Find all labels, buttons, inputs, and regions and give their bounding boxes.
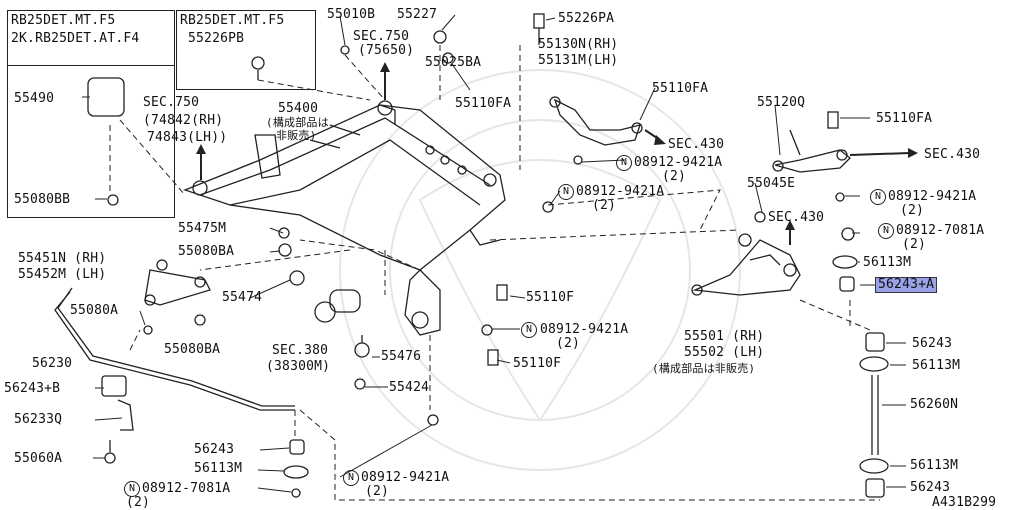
leader-lines [82, 14, 906, 493]
part-label: 55226PB [188, 31, 245, 46]
qty-label: (2) [592, 198, 617, 213]
part-label[interactable]: 55120Q [757, 95, 806, 110]
nut-symbol-icon: N [521, 322, 537, 338]
section-ref-label[interactable]: SEC.430 [924, 147, 981, 162]
part-label[interactable]: 55451N (RH) [18, 251, 107, 266]
part-label[interactable]: 56230 [32, 356, 73, 371]
part-label[interactable]: 08912-7081A [142, 481, 231, 496]
variant-label: 2K.RB25DET.AT.F4 [11, 31, 140, 46]
part-label[interactable]: 55130N(RH) [538, 37, 619, 52]
stabilizer-bar-illustration [54, 287, 295, 431]
qty-label: (2) [556, 336, 581, 351]
upper-link-illustration [549, 96, 851, 173]
part-label[interactable]: 55110FA [876, 111, 933, 126]
nut-symbol-icon: N [558, 184, 574, 200]
section-ref-label[interactable]: SEC.430 [768, 210, 825, 225]
part-label[interactable]: 55080BB [14, 192, 71, 207]
section-ref-label: (38300M) [266, 359, 331, 374]
part-label[interactable]: 55400 [278, 101, 319, 116]
part-label[interactable]: 08912-9421A [540, 322, 629, 337]
variant-box-right [176, 10, 316, 90]
part-label[interactable]: 55476 [381, 349, 422, 364]
part-label[interactable]: 55226PA [558, 11, 615, 26]
part-label[interactable]: 56243+B [4, 381, 61, 396]
part-label[interactable]: 08912-7081A [896, 223, 985, 238]
part-label[interactable]: 55424 [389, 380, 430, 395]
small-parts-illustration [104, 13, 889, 498]
nut-symbol-icon: N [878, 223, 894, 239]
variant-label: RB25DET.MT.F5 [180, 13, 285, 28]
part-label[interactable]: 08912-9421A [634, 155, 723, 170]
part-label[interactable]: 08912-9421A [361, 470, 450, 485]
variant-box-left-header [7, 10, 175, 66]
part-label[interactable]: 55110F [526, 290, 575, 305]
part-label[interactable]: 56260N [910, 397, 959, 412]
qty-label: (2) [902, 237, 927, 252]
part-label[interactable]: 55490 [14, 91, 55, 106]
part-label[interactable]: 55452M (LH) [18, 267, 107, 282]
crossmember-illustration [183, 100, 506, 336]
section-ref-label[interactable]: SEC.750 [143, 95, 200, 110]
part-label[interactable]: 08912-9421A [576, 184, 665, 199]
qty-label: (2) [126, 495, 151, 510]
part-label[interactable]: 55025BA [425, 55, 482, 70]
part-label[interactable]: 55474 [222, 290, 263, 305]
part-label[interactable]: 55227 [397, 7, 438, 22]
section-ref-label: 74843(LH)) [147, 130, 228, 145]
part-label[interactable]: 56113M [912, 358, 961, 373]
qty-label: (2) [900, 203, 925, 218]
part-label[interactable]: 56113M [194, 461, 243, 476]
part-label[interactable]: 55080BA [178, 244, 235, 259]
qty-label: (2) [365, 484, 390, 499]
section-ref-label: (74842(RH) [143, 113, 224, 128]
note-label: (構成部品は非販売) [652, 362, 756, 375]
part-label[interactable]: 56233Q [14, 412, 63, 427]
variant-label: RB25DET.MT.F5 [11, 13, 116, 28]
part-label[interactable]: 55110F [513, 356, 562, 371]
section-ref-label[interactable]: SEC.380 [272, 343, 329, 358]
section-ref-label: (75650) [358, 43, 415, 58]
part-label[interactable]: 55080BA [164, 342, 221, 357]
nut-symbol-icon: N [343, 470, 359, 486]
part-label[interactable]: 55131M(LH) [538, 53, 619, 68]
part-label[interactable]: 55475M [178, 221, 227, 236]
part-label[interactable]: 55010B [327, 7, 376, 22]
part-label[interactable]: 55110FA [652, 81, 709, 96]
part-label[interactable]: 55080A [70, 303, 119, 318]
part-label[interactable]: 55060A [14, 451, 63, 466]
watermark-emblem [339, 69, 741, 471]
nut-symbol-icon: N [616, 155, 632, 171]
note-label: (構成部品は [266, 116, 329, 129]
part-label-highlighted[interactable]: 56243+A [874, 277, 938, 293]
qty-label: (2) [662, 169, 687, 184]
part-label[interactable]: 56243 [194, 442, 235, 457]
rear-arm-illustration [144, 259, 211, 306]
part-label[interactable]: 55045E [747, 176, 796, 191]
part-label[interactable]: 55502 (LH) [684, 345, 765, 360]
part-label[interactable]: 55110FA [455, 96, 512, 111]
nut-symbol-icon: N [124, 481, 140, 497]
lower-arm-illustration [691, 233, 801, 296]
part-label[interactable]: 56113M [910, 458, 959, 473]
note-label: 非販売) [276, 129, 317, 142]
diagram-code: A431B299 [932, 495, 997, 510]
reference-lines [109, 45, 880, 501]
section-ref-label[interactable]: SEC.430 [668, 137, 725, 152]
part-label[interactable]: 08912-9421A [888, 189, 977, 204]
section-ref-label[interactable]: SEC.750 [353, 29, 410, 44]
part-label[interactable]: 56243 [910, 480, 951, 495]
part-label[interactable]: 56243 [912, 336, 953, 351]
nut-symbol-icon: N [870, 189, 886, 205]
part-label[interactable]: 55501 (RH) [684, 329, 765, 344]
part-label[interactable]: 56113M [863, 255, 912, 270]
